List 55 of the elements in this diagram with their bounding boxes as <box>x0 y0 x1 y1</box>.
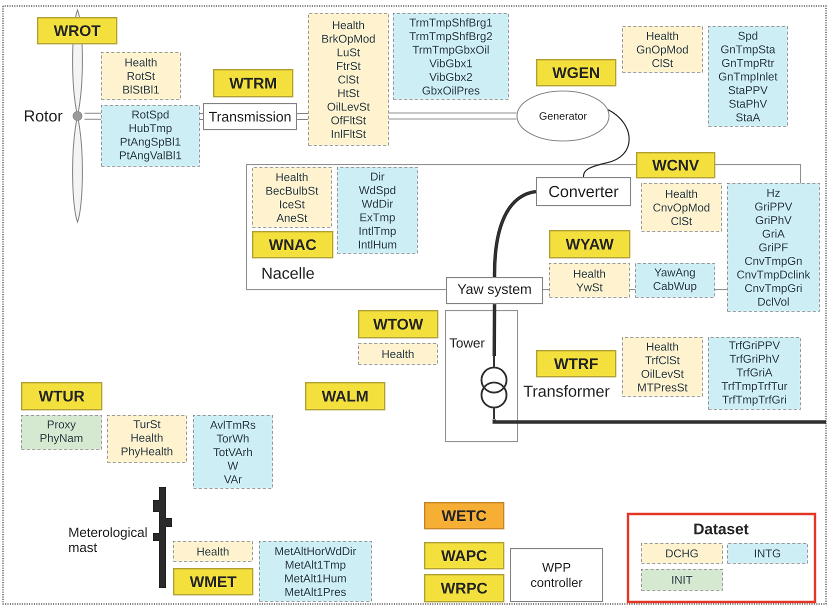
connector-line <box>582 109 630 177</box>
component-box: WPP controller <box>510 548 604 602</box>
data-list-box: TurSt Health PhyHealth <box>107 415 187 463</box>
shaft-line <box>199 113 204 120</box>
data-list-box: Health CnvOpMod ClSt <box>641 183 722 232</box>
label-box: WTRM <box>213 69 294 98</box>
caption-text: Meterological mast <box>69 527 147 552</box>
data-list-box: Health YwSt <box>549 263 630 298</box>
connector-line <box>492 304 496 356</box>
label-box: WMET <box>173 568 254 596</box>
label-box: WTUR <box>21 382 102 410</box>
data-list-box: Hz GriPPV GriPhV GriA GriPF CnvTmpGn CnvTmpDclink CnvTmpGri DclVol <box>727 183 820 312</box>
label-box: WGEN <box>536 59 616 86</box>
data-list-box: RotSpd HubTmp PtAngSpBl1 PtAngValBl1 <box>101 105 200 167</box>
shaft-line <box>388 112 517 120</box>
data-list-box: Spd GnTmpSta GnTmpRtr GnTmpInlet StaPPV StaPhV StaA <box>708 26 788 127</box>
data-list-box: MetAltHorWdDir MetAlt1Tmp MetAlt1Hum MetAlt1Pres <box>259 541 372 602</box>
component-box: Yaw system <box>446 277 544 304</box>
label-box: WYAW <box>549 230 630 258</box>
label-box: WCNV <box>636 152 716 178</box>
label-box: WAPC <box>424 542 504 570</box>
legend-title: Dataset <box>694 524 748 534</box>
data-list-box: Health <box>358 343 438 365</box>
data-list-box: Proxy PhyNam <box>21 415 102 450</box>
data-list-box: Health TrfClSt OilLevSt MTPresSt <box>622 337 703 397</box>
connector-line <box>492 418 826 424</box>
label-box: WNAC <box>252 231 334 258</box>
label-box: WALM <box>305 382 386 410</box>
component-frame: Tower <box>445 310 518 442</box>
label-box: WTOW <box>358 310 438 338</box>
data-list-box: Health BecBulbSt IceSt AneSt <box>252 167 332 228</box>
caption-text: Rotor <box>24 110 62 122</box>
data-list-box: Health <box>173 541 253 562</box>
transformer-symbol <box>480 355 508 420</box>
shaft-line <box>84 112 102 120</box>
data-list-box: Health GnOpMod ClSt <box>622 26 703 73</box>
label-box: WTRF <box>536 350 616 378</box>
label-box: WROT <box>37 17 118 44</box>
shaft-line <box>296 113 308 120</box>
data-list-box: Health BrkOpMod LuSt FtrSt ClSt HtSt OilLevSt OfFltSt InlFltSt <box>308 13 389 146</box>
label-box: WETC <box>424 502 504 530</box>
data-list-box: TrfGriPPV TrfGriPhV TrfGriA TrfTmpTrfTur TrfTmpTrfGri <box>708 337 801 410</box>
data-list-box: YawAng CabWup <box>635 263 715 298</box>
legend-item: INIT <box>641 569 723 591</box>
data-list-box: AvlTmRs TorWh TotVArh W VAr <box>193 415 273 489</box>
data-list-box: Health RotSt BlStBl1 <box>101 52 181 100</box>
connector-line <box>492 190 536 278</box>
legend-item: DCHG <box>641 543 723 564</box>
component-box: Converter <box>536 177 632 206</box>
label-box: WRPC <box>424 574 504 602</box>
data-list-box: Dir WdSpd WdDir ExTmp IntlTmp IntlHum <box>337 167 418 254</box>
component-box: Transmission <box>203 103 298 130</box>
legend-item: INTG <box>727 543 808 564</box>
data-list-box: TrmTmpShfBrg1 TrmTmpShfBrg2 TrmTmpGbxOil VibGbx1 VibGbx2 GbxOilPres <box>393 13 509 100</box>
caption-text: Transformer <box>524 385 610 397</box>
